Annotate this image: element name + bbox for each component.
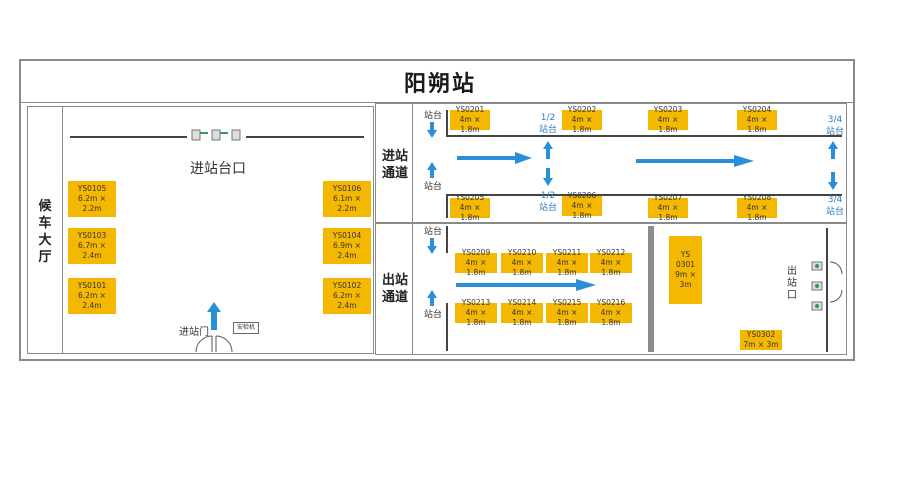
entry-track-top — [446, 135, 842, 137]
arrow-up-icon — [427, 162, 437, 178]
security-machine: 安检机 — [233, 322, 259, 334]
arrow-down-icon — [427, 122, 437, 138]
entry-flow-arrow-icon — [457, 152, 532, 164]
floor-plan-frame — [19, 59, 855, 361]
exit-arrow-up-icon — [427, 290, 437, 306]
waiting-hall-area — [27, 106, 374, 354]
platform-gate-wall-right — [246, 136, 364, 138]
arrow-down-12-icon — [543, 168, 553, 186]
hall-inner-divider — [62, 106, 63, 354]
platform-34-label-bottom: 3/4 站台 — [825, 195, 844, 217]
arrow-down-34-icon — [828, 172, 838, 190]
waiting-hall-label: 候 车 大 厅 — [38, 199, 52, 265]
turnstile-icon — [190, 128, 244, 142]
entry-wall-top — [446, 110, 448, 137]
exit-wall-top — [446, 226, 448, 253]
station-title: 阳朔站 — [403, 72, 476, 97]
platform-label-exit-top: 站台 — [423, 227, 442, 237]
right-channels-area — [375, 103, 847, 355]
entry-gate-label: 进站台口 — [190, 161, 246, 177]
exit-gate-wall — [826, 228, 828, 352]
exit-wall-bottom — [446, 303, 448, 351]
exit-partition — [648, 226, 654, 352]
platform-34-label-top: 3/4 站台 — [825, 115, 844, 137]
arrow-up-12-icon — [543, 141, 553, 159]
entry-wall-bottom — [446, 194, 448, 218]
entry-channel-label: 进站 通道 — [381, 149, 408, 181]
exit-flow-arrow-icon — [456, 279, 596, 291]
entry-track-bottom — [446, 194, 842, 196]
platform-label-exit-bottom: 站台 — [423, 310, 442, 320]
channel-divider — [375, 222, 847, 224]
exit-gate-label: 出 站 口 — [787, 266, 797, 301]
platform-label-entry-bottom: 站台 — [423, 182, 442, 192]
entry-door-icon — [194, 332, 234, 354]
exit-arrow-down-icon — [427, 238, 437, 254]
exit-channel-label: 出站 通道 — [381, 273, 408, 305]
exit-turnstile-icon — [808, 258, 844, 316]
platform-label-entry-top: 站台 — [423, 111, 442, 121]
entry-arrow-up-icon — [207, 302, 221, 330]
platform-12-label-top: 1/2 站台 — [538, 113, 557, 135]
title-divider — [19, 102, 855, 103]
platform-12-label-bottom: 1/2 站台 — [538, 191, 557, 213]
right-label-divider — [412, 103, 413, 355]
entry-flow-arrow-2-icon — [636, 155, 754, 167]
platform-gate-wall-left — [70, 136, 187, 138]
entry-door-label: 进站门 — [179, 327, 209, 338]
arrow-up-34-icon — [828, 141, 838, 159]
